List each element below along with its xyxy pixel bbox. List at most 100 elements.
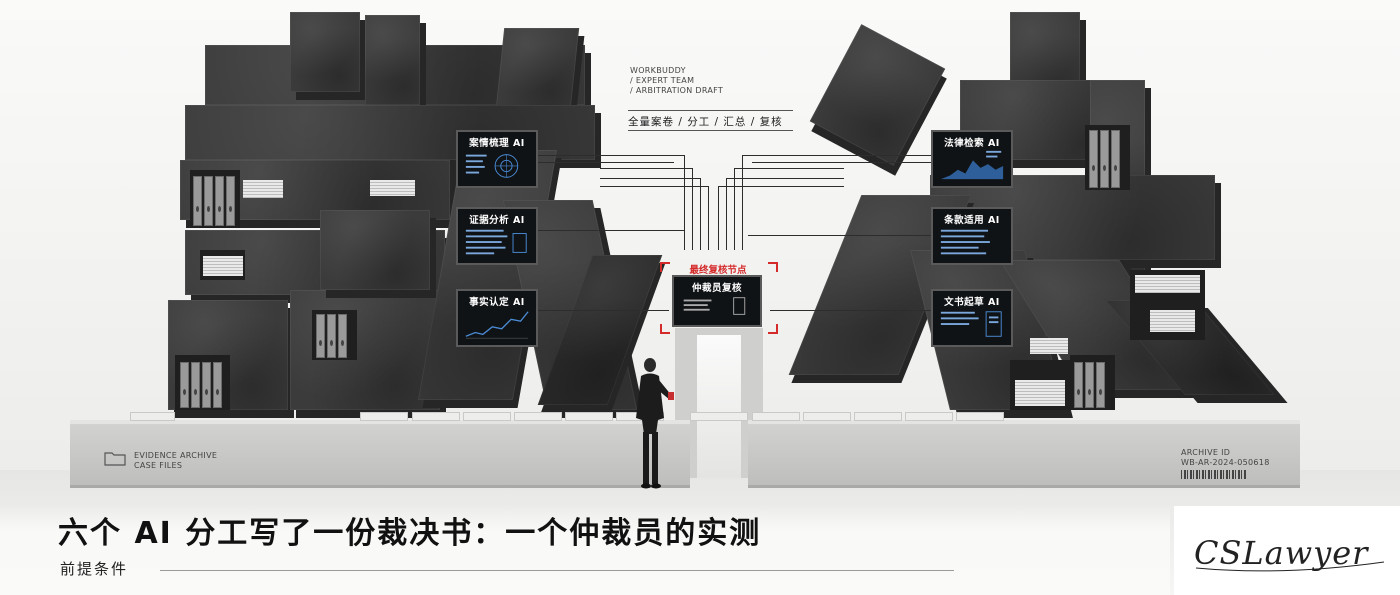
wire (708, 186, 710, 250)
stone-block (495, 28, 580, 108)
table-chart-icon (465, 229, 527, 255)
document-sheet (412, 412, 460, 421)
wire (600, 168, 692, 170)
screen-title: 证据分析 AI (469, 215, 525, 226)
binder (226, 176, 235, 226)
binder (1096, 362, 1105, 408)
binder (1111, 130, 1120, 188)
archive-label-2: CASE FILES (134, 461, 183, 470)
paper-stack (203, 256, 243, 276)
ai-screen-clause-application: 条款适用 AI (931, 207, 1013, 265)
doorway (697, 335, 741, 478)
document-sheet (752, 412, 800, 421)
wire (770, 310, 932, 312)
subtitle-rule (160, 570, 954, 571)
header-line-3: / ARBITRATION DRAFT (630, 86, 724, 95)
wire (752, 162, 932, 164)
binder (1100, 130, 1109, 188)
screen-title: 事实认定 AI (469, 297, 525, 308)
divider (628, 130, 793, 131)
screen-title: 仲裁员复核 (691, 283, 742, 294)
document-sheet (565, 412, 613, 421)
binder (338, 314, 347, 358)
ai-screen-fact-finding: 事实认定 AI (456, 289, 538, 347)
wire (726, 178, 728, 250)
wire (742, 155, 932, 157)
wire (748, 235, 932, 237)
binder (193, 176, 202, 226)
wire (534, 310, 669, 312)
article-title: 六个 AI 分工写了一份裁决书：一个仲裁员的实测 (58, 516, 762, 551)
stone-block (930, 175, 1215, 260)
binder (327, 314, 336, 358)
svg-text:CSLawyer: CSLawyer (1194, 534, 1369, 572)
archive-label-1: EVIDENCE ARCHIVE (134, 451, 218, 460)
paper-stack (370, 180, 415, 196)
screen-title: 文书起草 AI (944, 297, 1000, 308)
final-review-label: 最终复核节点 (689, 265, 747, 276)
wire (534, 162, 674, 164)
cslawyer-logo: CSLawyer (1194, 534, 1385, 572)
document-sheet (514, 412, 562, 421)
screen-title: 法律检索 AI (944, 138, 1000, 149)
binder (202, 362, 211, 408)
binder (1089, 130, 1098, 188)
document-sheet (360, 412, 408, 421)
binder (204, 176, 213, 226)
corner-bracket (660, 324, 670, 334)
workflow-label: 全量案卷 / 分工 / 汇总 / 复核 (628, 116, 783, 128)
document-sheet (690, 412, 748, 421)
document-lines-icon (940, 229, 990, 255)
binder (213, 362, 222, 408)
document-sheet (463, 412, 511, 421)
paper-stack (243, 180, 283, 198)
binder (1085, 362, 1094, 408)
corner-bracket (768, 262, 778, 272)
wire (600, 178, 700, 180)
paper-stack (1135, 275, 1200, 293)
binder (180, 362, 189, 408)
arbitrator-figure (636, 358, 674, 489)
wire (692, 168, 694, 250)
document-icon (940, 311, 1002, 337)
wire (684, 155, 686, 250)
wire (600, 186, 708, 188)
ai-screen-case-review: 案情梳理 AI (456, 130, 538, 188)
divider (628, 110, 793, 111)
document-sheet (803, 412, 851, 421)
corner-bracket (660, 262, 670, 272)
barcode-icon (1181, 470, 1247, 479)
document-sheet (854, 412, 902, 421)
paper-stack (1150, 310, 1195, 332)
wire (726, 178, 844, 180)
ai-screen-document-drafting: 文书起草 AI (931, 289, 1013, 347)
screen-title: 条款适用 AI (944, 215, 1000, 226)
wire (742, 155, 744, 250)
archive-desk-left (70, 420, 690, 488)
wire (734, 168, 844, 170)
binder (191, 362, 200, 408)
header-line-2: / EXPERT TEAM (630, 76, 695, 85)
corner-bracket (768, 324, 778, 334)
binder (316, 314, 325, 358)
document-icon (683, 297, 746, 315)
line-chart-icon (465, 311, 529, 339)
paper-stack (1015, 380, 1065, 406)
arbitrator-review-screen: 仲裁员复核 (672, 275, 762, 327)
wire (734, 168, 736, 250)
radar-chart-icon (465, 154, 519, 178)
header-line-1: WORKBUDDY (630, 66, 686, 75)
wire (718, 186, 844, 188)
ai-screen-evidence-analysis: 证据分析 AI (456, 207, 538, 265)
folder-icon (104, 452, 126, 466)
screen-title: 案情梳理 AI (469, 138, 525, 149)
area-chart-icon (940, 150, 1004, 180)
title-band (0, 505, 1170, 595)
archive-id-value: WB-AR-2024-050618 (1181, 458, 1270, 467)
paper-stack (1030, 338, 1068, 354)
wire (718, 186, 720, 250)
ai-screen-legal-research: 法律检索 AI (931, 130, 1013, 188)
binder (215, 176, 224, 226)
stone-block (365, 15, 420, 105)
